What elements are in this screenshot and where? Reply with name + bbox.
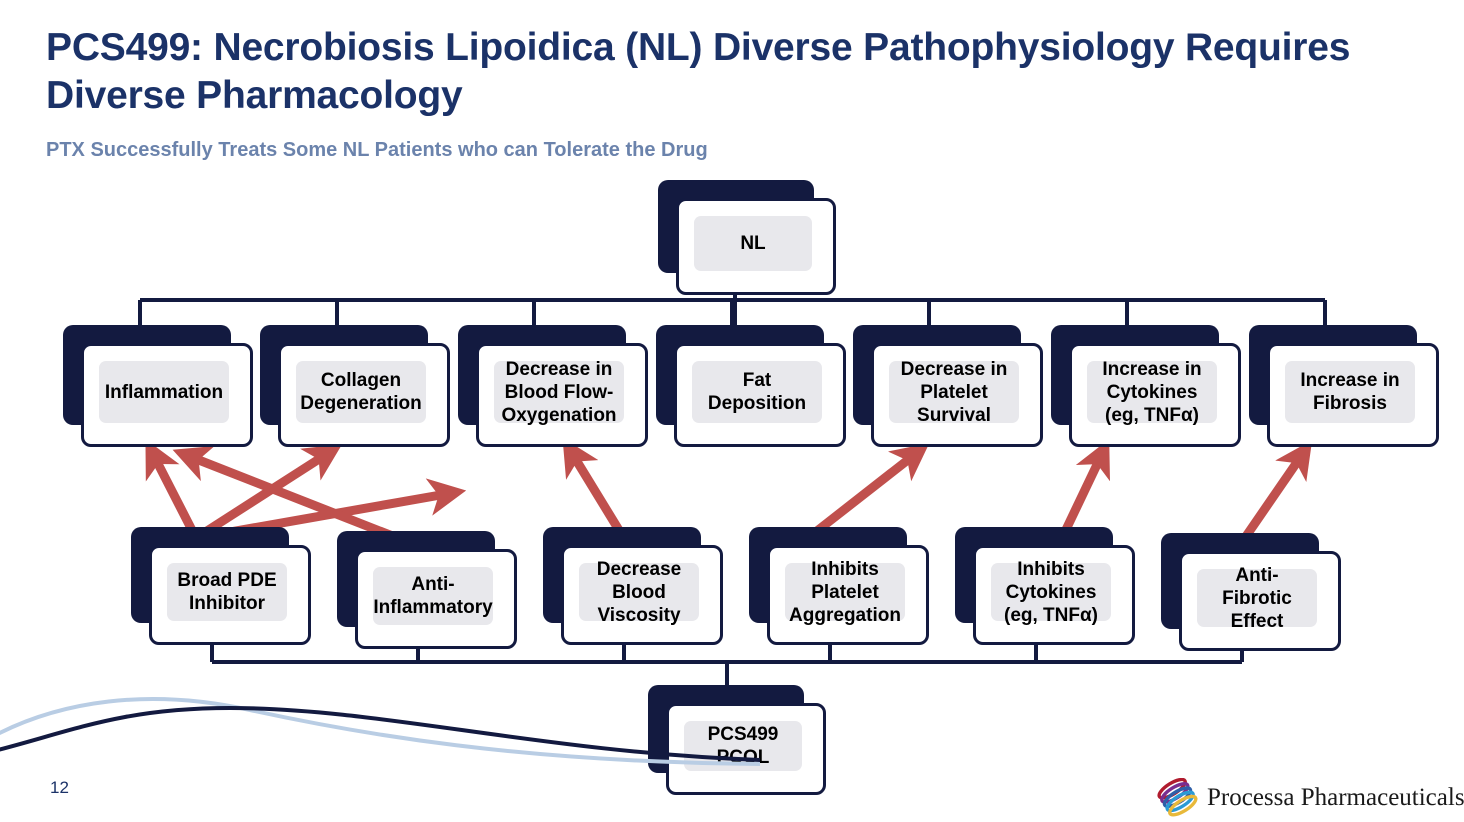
node-label: Collagen Degeneration bbox=[296, 361, 426, 423]
node-card: Anti-Inflammatory bbox=[355, 549, 517, 649]
processa-ribbon-icon bbox=[1157, 778, 1198, 817]
node-label: Inflammation bbox=[99, 361, 229, 423]
node-label: Inhibits Platelet Aggregation bbox=[785, 559, 905, 626]
page-number: 12 bbox=[50, 778, 69, 797]
node-card: Broad PDE Inhibitor bbox=[149, 545, 311, 645]
node-card: PCS499 PCOL bbox=[666, 703, 826, 795]
node-label: Broad PDE Inhibitor bbox=[167, 563, 287, 621]
node-label: Increase in Fibrosis bbox=[1285, 361, 1415, 423]
node-card: Decrease in Platelet Survival bbox=[871, 343, 1043, 447]
company-name: Processa Pharmaceuticals bbox=[1207, 784, 1464, 811]
arrow-pde-to-collagen bbox=[193, 444, 343, 542]
node-label: Fat Deposition bbox=[692, 361, 822, 423]
node-inhibits-cytokines[interactable]: Inhibits Cytokines (eg, TNFα) bbox=[955, 527, 1135, 645]
node-label: Decrease in Blood Flow-Oxygenation bbox=[494, 359, 624, 426]
page-title: PCS499: Necrobiosis Lipoidica (NL) Diver… bbox=[46, 26, 1351, 117]
arrow-antiinflammatory-to-inflammation bbox=[172, 445, 397, 542]
node-label: Inhibits Cytokines (eg, TNFα) bbox=[991, 559, 1111, 626]
node-label: Decrease in Platelet Survival bbox=[889, 359, 1019, 426]
node-decrease-blood-viscosity[interactable]: Decrease Blood Viscosity bbox=[543, 527, 723, 645]
node-card: Decrease Blood Viscosity bbox=[561, 545, 723, 645]
node-broad-pde-inhibitor[interactable]: Broad PDE Inhibitor bbox=[131, 527, 311, 645]
node-inflammation[interactable]: Inflammation bbox=[63, 325, 253, 447]
node-increase-fibrosis[interactable]: Increase in Fibrosis bbox=[1249, 325, 1439, 447]
node-label: NL bbox=[694, 216, 812, 271]
node-card: Fat Deposition bbox=[674, 343, 846, 447]
company-logo: Processa Pharmaceuticals bbox=[1155, 776, 1464, 820]
arrow-antifibrotic-to-fibrosis bbox=[1236, 440, 1313, 548]
node-anti-fibrotic-effect[interactable]: Anti-Fibrotic Effect bbox=[1161, 533, 1341, 651]
arrow-platelet-to-plateletsurvival bbox=[805, 443, 930, 542]
wave-dark bbox=[0, 705, 760, 762]
page-subtitle: PTX Successfully Treats Some NL Patients… bbox=[46, 139, 708, 161]
node-collagen-degeneration[interactable]: Collagen Degeneration bbox=[260, 325, 450, 447]
arrow-pde-to-inflammation bbox=[145, 439, 201, 541]
node-nl[interactable]: NL bbox=[658, 180, 836, 295]
arrow-cytokines-to-cytokines bbox=[1057, 439, 1110, 540]
node-increase-cytokines[interactable]: Increase in Cytokines (eg, TNFα) bbox=[1051, 325, 1241, 447]
decorative-waves bbox=[0, 697, 760, 766]
node-label: Increase in Cytokines (eg, TNFα) bbox=[1087, 359, 1217, 426]
node-label: PCS499 PCOL bbox=[684, 721, 802, 771]
node-decrease-blood-flow-oxygenation[interactable]: Decrease in Blood Flow-Oxygenation bbox=[458, 325, 648, 447]
node-anti-inflammatory[interactable]: Anti-Inflammatory bbox=[337, 531, 517, 649]
node-card: Inhibits Platelet Aggregation bbox=[767, 545, 929, 645]
node-label: Decrease Blood Viscosity bbox=[579, 559, 699, 626]
node-card: Inflammation bbox=[81, 343, 253, 447]
node-inhibits-platelet-aggregation[interactable]: Inhibits Platelet Aggregation bbox=[749, 527, 929, 645]
node-card: Increase in Fibrosis bbox=[1267, 343, 1439, 447]
node-card: Decrease in Blood Flow-Oxygenation bbox=[476, 343, 648, 447]
node-card: Anti-Fibrotic Effect bbox=[1179, 551, 1341, 651]
node-card: Collagen Degeneration bbox=[278, 343, 450, 447]
node-decrease-platelet-survival[interactable]: Decrease in Platelet Survival bbox=[853, 325, 1043, 447]
node-card: NL bbox=[676, 198, 836, 295]
node-card: Increase in Cytokines (eg, TNFα) bbox=[1069, 343, 1241, 447]
wave-light bbox=[0, 697, 760, 766]
node-pcs499-pcol[interactable]: PCS499 PCOL bbox=[648, 685, 826, 795]
node-label: Anti-Inflammatory bbox=[373, 567, 493, 625]
node-label: Anti-Fibrotic Effect bbox=[1197, 565, 1317, 632]
node-card: Inhibits Cytokines (eg, TNFα) bbox=[973, 545, 1135, 645]
node-fat-deposition[interactable]: Fat Deposition bbox=[656, 325, 846, 447]
